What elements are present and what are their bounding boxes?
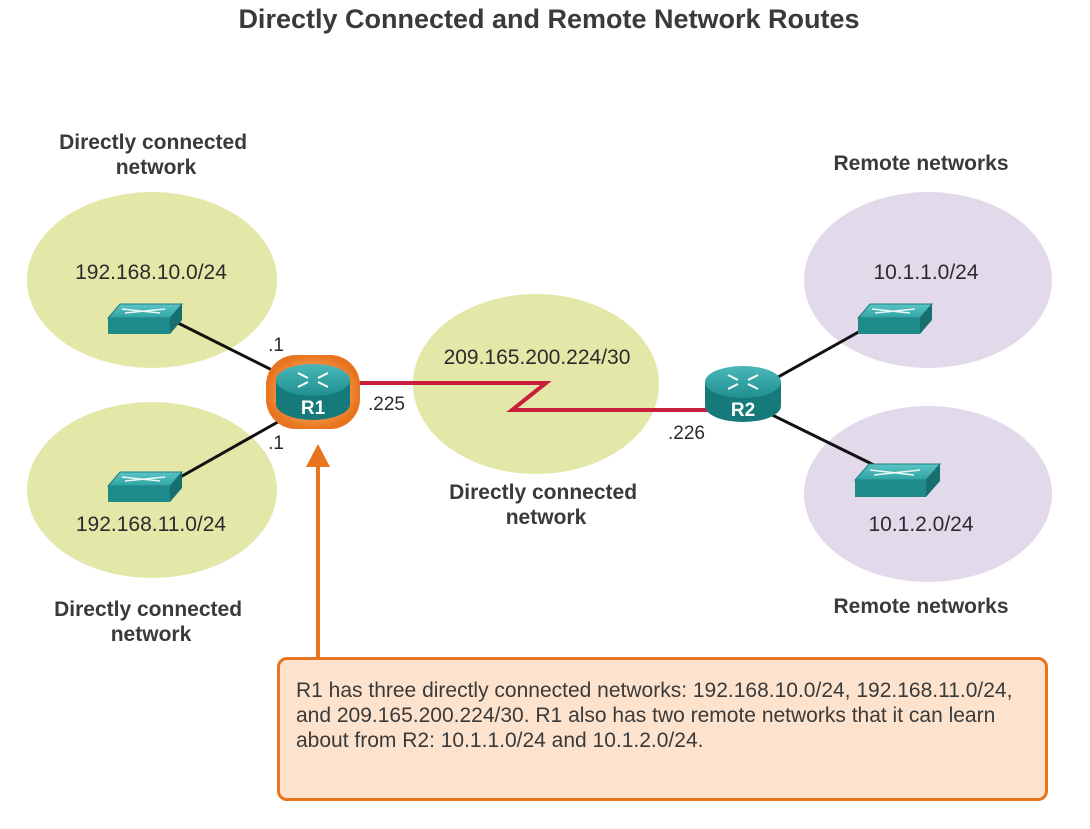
- explanation-callout: R1 has three directly connected networks…: [277, 657, 1048, 801]
- label-directly-connected-top-left: Directly connected network: [59, 131, 253, 179]
- network-cloud-192-168-10: [27, 192, 277, 368]
- router-r1[interactable]: R1: [266, 355, 360, 429]
- explanation-text: R1 has three directly connected networks…: [296, 679, 1013, 752]
- interface-r1-g0: .1: [268, 335, 284, 356]
- switch-icon: [106, 471, 184, 502]
- label-directly-connected-center: Directly connected network: [449, 481, 643, 529]
- label-directly-connected-bottom-left: Directly connected network: [54, 598, 248, 646]
- interface-r1-g1: .1: [268, 433, 284, 454]
- router-r2-label: R2: [731, 400, 755, 421]
- network-address-10-1-2: 10.1.2.0/24: [868, 513, 973, 536]
- interface-r2-serial: .226: [668, 423, 705, 444]
- router-r2[interactable]: R2: [705, 366, 781, 422]
- diagram-title: Directly Connected and Remote Network Ro…: [238, 4, 859, 34]
- network-address-wan: 209.165.200.224/30: [444, 346, 631, 369]
- switch-icon: [853, 463, 942, 497]
- router-icon: [276, 364, 350, 396]
- callout-arrow-head: [306, 444, 330, 467]
- switch-icon: [106, 303, 184, 334]
- interface-r1-serial: .225: [368, 394, 405, 415]
- router-icon: [705, 366, 781, 398]
- network-address-192-168-10: 192.168.10.0/24: [75, 261, 227, 284]
- network-address-10-1-1: 10.1.1.0/24: [873, 261, 978, 284]
- link-r1-switch2: [167, 412, 293, 486]
- label-remote-networks-top: Remote networks: [833, 152, 1008, 175]
- switch-icon: [856, 303, 934, 334]
- network-address-192-168-11: 192.168.11.0/24: [76, 513, 227, 536]
- link-r2-switch4: [761, 408, 881, 470]
- label-remote-networks-bottom: Remote networks: [833, 595, 1008, 618]
- router-r1-label: R1: [301, 398, 326, 419]
- wan-serial-link: [356, 381, 712, 412]
